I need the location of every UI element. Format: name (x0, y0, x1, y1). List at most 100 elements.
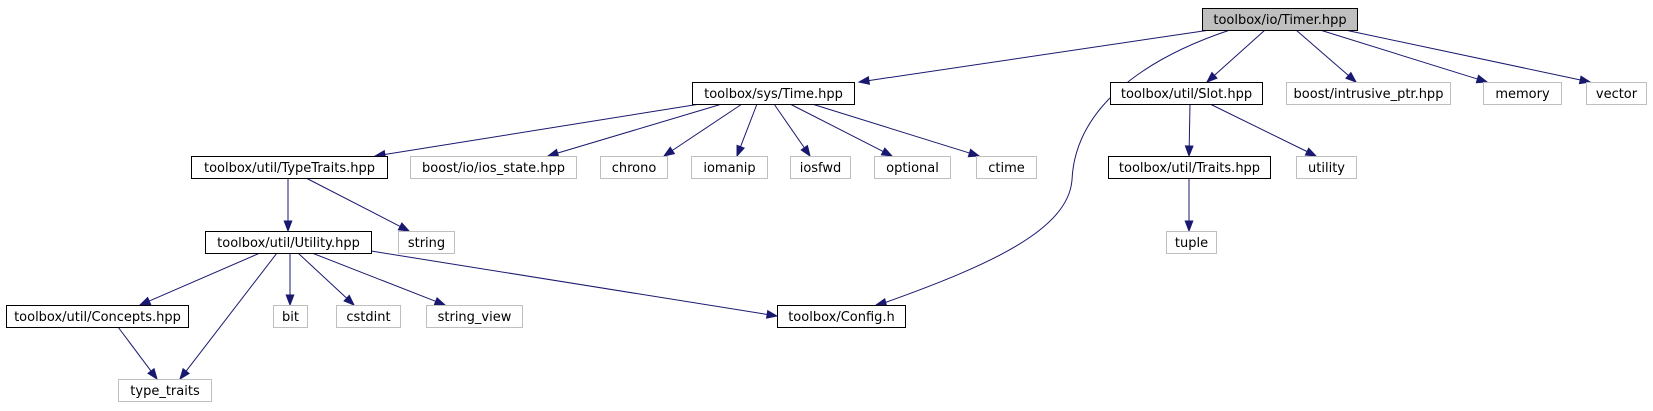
node-typetraits[interactable]: toolbox/util/TypeTraits.hpp (191, 156, 388, 179)
node-label: vector (1596, 87, 1638, 102)
node-vector: vector (1586, 82, 1647, 105)
arrowhead-icon (1578, 75, 1592, 85)
arrowhead-icon (179, 367, 190, 381)
node-iomanip: iomanip (691, 156, 768, 179)
node-box (1166, 231, 1217, 254)
arrowhead-icon (343, 294, 356, 306)
edge-slot-to-traits (1184, 103, 1194, 158)
edge-line (1209, 103, 1309, 153)
edge-line (556, 103, 723, 154)
edge-timer-to-vector (1344, 29, 1592, 85)
node-box (1202, 8, 1358, 31)
node-time[interactable]: toolbox/sys/Time.hpp (692, 82, 855, 105)
node-box (410, 156, 577, 179)
arrowhead-icon (283, 220, 293, 233)
node-optional: optional (874, 156, 951, 179)
node-label: optional (886, 161, 939, 176)
edge-line (383, 103, 701, 156)
edge-line (773, 103, 806, 149)
node-chrono: chrono (600, 156, 668, 179)
node-label: toolbox/util/Traits.hpp (1119, 161, 1260, 176)
edge-time-to-iosstate (546, 103, 723, 158)
arrowhead-icon (736, 144, 745, 158)
node-label: toolbox/util/Concepts.hpp (14, 310, 181, 325)
node-stringview: string_view (426, 305, 523, 328)
node-box (874, 156, 951, 179)
node-label: toolbox/util/TypeTraits.hpp (204, 161, 375, 176)
node-box (273, 305, 308, 328)
node-label: bit (282, 310, 299, 325)
edge-time-to-iomanip (736, 103, 758, 158)
node-config[interactable]: toolbox/Config.h (777, 305, 906, 328)
arrowhead-icon (880, 147, 894, 157)
arrowhead-icon (1345, 71, 1358, 83)
edge-line (370, 250, 769, 316)
edges-layer (117, 29, 1592, 381)
edge-timer-to-intrusive (1295, 29, 1358, 83)
node-label: iosfwd (800, 161, 842, 176)
node-timer: toolbox/io/Timer.hpp (1202, 8, 1358, 31)
node-label: toolbox/util/Slot.hpp (1121, 87, 1252, 102)
edge-slot-to-utility (1209, 103, 1318, 157)
node-box (205, 231, 372, 254)
arrowhead-icon (546, 148, 560, 158)
node-bit: bit (273, 305, 308, 328)
edge-line (297, 252, 348, 300)
edge-typetraits-to-utilityhpp (283, 178, 293, 233)
edge-utilityhpp-to-bit (285, 253, 295, 307)
node-label: toolbox/io/Timer.hpp (1213, 13, 1346, 28)
node-label: string (408, 236, 445, 251)
node-box (1483, 82, 1562, 105)
node-utilityhpp[interactable]: toolbox/util/Utility.hpp (205, 231, 372, 254)
node-label: cstdint (346, 310, 390, 325)
node-box (1296, 156, 1357, 179)
arrowhead-icon (138, 296, 152, 306)
edge-concepts-to-type_traits (117, 326, 158, 381)
node-box (1108, 156, 1271, 179)
node-box (691, 156, 768, 179)
edge-line (1213, 29, 1266, 77)
edge-line (811, 103, 971, 154)
edge-line (867, 29, 1211, 82)
arrowhead-icon (967, 148, 981, 158)
arrowhead-icon (1184, 220, 1194, 233)
node-box (777, 305, 906, 328)
edge-line (148, 252, 261, 302)
arrowhead-icon (397, 222, 411, 232)
node-cstdint: cstdint (336, 305, 401, 328)
arrowhead-icon (1205, 71, 1218, 83)
node-label: type_traits (130, 384, 200, 399)
node-box (1286, 82, 1451, 105)
node-tuple: tuple (1166, 231, 1217, 254)
node-slot[interactable]: toolbox/util/Slot.hpp (1110, 82, 1263, 105)
edge-line (1188, 103, 1191, 148)
edge-line (671, 103, 743, 152)
edge-timer-to-time (857, 29, 1211, 85)
node-label: toolbox/Config.h (788, 310, 895, 325)
node-traits[interactable]: toolbox/util/Traits.hpp (1108, 156, 1271, 179)
node-concepts[interactable]: toolbox/util/Concepts.hpp (6, 305, 189, 328)
edge-timer-to-slot (1205, 29, 1266, 83)
edge-utilityhpp-to-concepts (138, 252, 261, 306)
node-box (191, 156, 388, 179)
nodes-layer: toolbox/io/Timer.hpp toolbox/sys/Time.hpp… (6, 8, 1647, 402)
node-box (398, 231, 455, 254)
arrowhead-icon (285, 294, 295, 307)
node-string: string (398, 231, 455, 254)
edge-line (884, 29, 1231, 304)
node-label: chrono (612, 161, 657, 176)
edge-timer-to-memory (1319, 29, 1489, 84)
edge-line (1295, 29, 1350, 77)
node-label: string_view (438, 310, 512, 325)
node-iosstate: boost/io/ios_state.hpp (410, 156, 577, 179)
node-label: ctime (988, 161, 1025, 176)
node-box (600, 156, 668, 179)
node-box (976, 156, 1037, 179)
arrowhead-icon (1475, 74, 1489, 84)
edge-time-to-optional (789, 103, 894, 157)
node-label: memory (1495, 87, 1550, 102)
node-label: boost/io/ios_state.hpp (422, 161, 565, 176)
node-box (692, 82, 855, 105)
node-box (1110, 82, 1263, 105)
edge-time-to-typetraits (373, 103, 701, 159)
